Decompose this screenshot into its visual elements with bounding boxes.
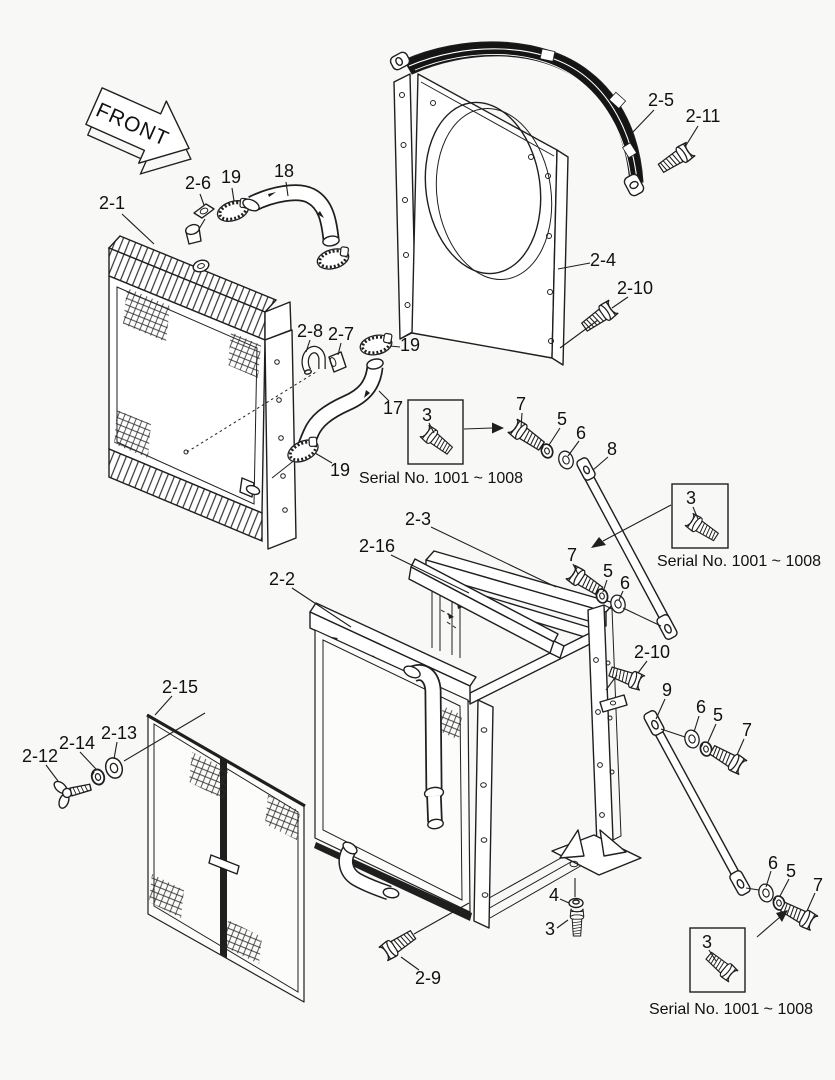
callout-2-4: 2-4 bbox=[590, 250, 616, 270]
vent-hose-2-8 bbox=[301, 345, 326, 375]
serial-box-3 bbox=[689, 927, 746, 993]
strut-9 bbox=[643, 710, 751, 896]
callout-5: 5 bbox=[786, 861, 796, 881]
callout-3: 3 bbox=[422, 405, 432, 425]
upper-hose-18 bbox=[242, 184, 340, 247]
callout-6: 6 bbox=[620, 573, 630, 593]
serial-note: Serial No. 1001 ~ 1008 bbox=[359, 470, 523, 487]
callout-19: 19 bbox=[400, 335, 420, 355]
callout-2-8: 2-8 bbox=[297, 321, 323, 341]
callout-6: 6 bbox=[576, 423, 586, 443]
callout-2-1: 2-1 bbox=[99, 193, 125, 213]
strut-8 bbox=[576, 457, 678, 640]
callout-2-2: 2-2 bbox=[269, 569, 295, 589]
serial-note: Serial No. 1001 ~ 1008 bbox=[649, 1001, 813, 1018]
overflow-pipe bbox=[403, 664, 445, 830]
filler-cap bbox=[192, 259, 210, 273]
callout-3: 3 bbox=[702, 932, 712, 952]
callout-2-9: 2-9 bbox=[415, 968, 441, 988]
gasket-2-6 bbox=[193, 203, 215, 219]
hose-clamp-19b-icon bbox=[313, 243, 355, 274]
hose-clamp-19c-icon bbox=[356, 330, 398, 360]
guard-flange bbox=[473, 699, 494, 929]
bolt-7c-icon bbox=[707, 741, 749, 777]
callout-3: 3 bbox=[545, 919, 555, 939]
bolt-2-10-lower-icon bbox=[606, 662, 646, 692]
callout-2-10: 2-10 bbox=[617, 278, 653, 298]
bolt-3a-icon bbox=[418, 423, 456, 458]
wing-bolt-2-12-icon bbox=[53, 780, 92, 809]
bolt-3-foot-icon bbox=[569, 908, 585, 937]
bolt-3b-icon bbox=[683, 512, 721, 545]
fan-opening-ring bbox=[435, 107, 553, 281]
mesh-screen-2-15 bbox=[146, 713, 306, 1003]
callout-2-10: 2-10 bbox=[634, 642, 670, 662]
guard-panel-2-2 bbox=[309, 602, 494, 929]
callout-2-13: 2-13 bbox=[101, 723, 137, 743]
callout-5: 5 bbox=[603, 561, 613, 581]
callout-6: 6 bbox=[768, 853, 778, 873]
fan-shroud bbox=[393, 73, 569, 366]
radiator bbox=[107, 223, 317, 550]
washer-4-icon bbox=[568, 897, 584, 909]
support-frame-2-3 bbox=[425, 550, 642, 919]
callout-3: 3 bbox=[686, 488, 696, 508]
bolt-3c-icon bbox=[703, 949, 740, 984]
screen-handle bbox=[208, 854, 240, 875]
reference-arrows bbox=[463, 422, 788, 938]
leader-lines bbox=[45, 109, 816, 971]
callout-2-6: 2-6 bbox=[185, 173, 211, 193]
callout-4: 4 bbox=[549, 885, 559, 905]
callout-19: 19 bbox=[330, 460, 350, 480]
serial-note: Serial No. 1001 ~ 1008 bbox=[657, 553, 821, 570]
serial-box-1 bbox=[407, 399, 464, 465]
callout-2-7: 2-7 bbox=[328, 324, 354, 344]
callout-2-11: 2-11 bbox=[686, 106, 721, 126]
radiator-bottom-tank bbox=[108, 447, 263, 543]
callout-18: 18 bbox=[274, 161, 294, 181]
callout-5: 5 bbox=[713, 705, 723, 725]
serial-box-2 bbox=[671, 483, 729, 549]
bolt-7a-icon bbox=[506, 417, 548, 454]
washer-2-13-icon bbox=[102, 754, 126, 782]
radiator-side-panel bbox=[264, 329, 297, 550]
callout-19: 19 bbox=[221, 167, 241, 187]
fitting-2-7 bbox=[328, 351, 347, 373]
callout-6: 6 bbox=[696, 697, 706, 717]
callout-2-15: 2-15 bbox=[162, 677, 198, 697]
cross-bar-2-16 bbox=[408, 558, 565, 659]
callout-7: 7 bbox=[567, 545, 577, 565]
callout-2-5: 2-5 bbox=[648, 90, 674, 110]
washer-2-14-icon bbox=[88, 766, 108, 788]
washer-6a-icon bbox=[555, 448, 577, 472]
callout-2-16: 2-16 bbox=[359, 536, 395, 556]
drain-hose bbox=[338, 841, 400, 901]
frame-bracket bbox=[599, 694, 628, 713]
callout-2-14: 2-14 bbox=[59, 733, 95, 753]
callout-7: 7 bbox=[516, 394, 526, 414]
callout-9: 9 bbox=[662, 680, 672, 700]
callout-2-3: 2-3 bbox=[405, 509, 431, 529]
callout-8: 8 bbox=[607, 439, 617, 459]
callout-7: 7 bbox=[813, 875, 823, 895]
callout-7: 7 bbox=[742, 720, 752, 740]
fan-guard-strap bbox=[389, 41, 645, 197]
bolt-2-9-icon bbox=[377, 926, 419, 963]
callout-5: 5 bbox=[557, 409, 567, 429]
callout-17: 17 bbox=[383, 398, 403, 418]
fan-opening bbox=[424, 101, 542, 275]
bolt-2-11-icon bbox=[655, 140, 697, 177]
callout-2-12: 2-12 bbox=[22, 746, 58, 766]
washer-6c-icon bbox=[682, 727, 702, 751]
